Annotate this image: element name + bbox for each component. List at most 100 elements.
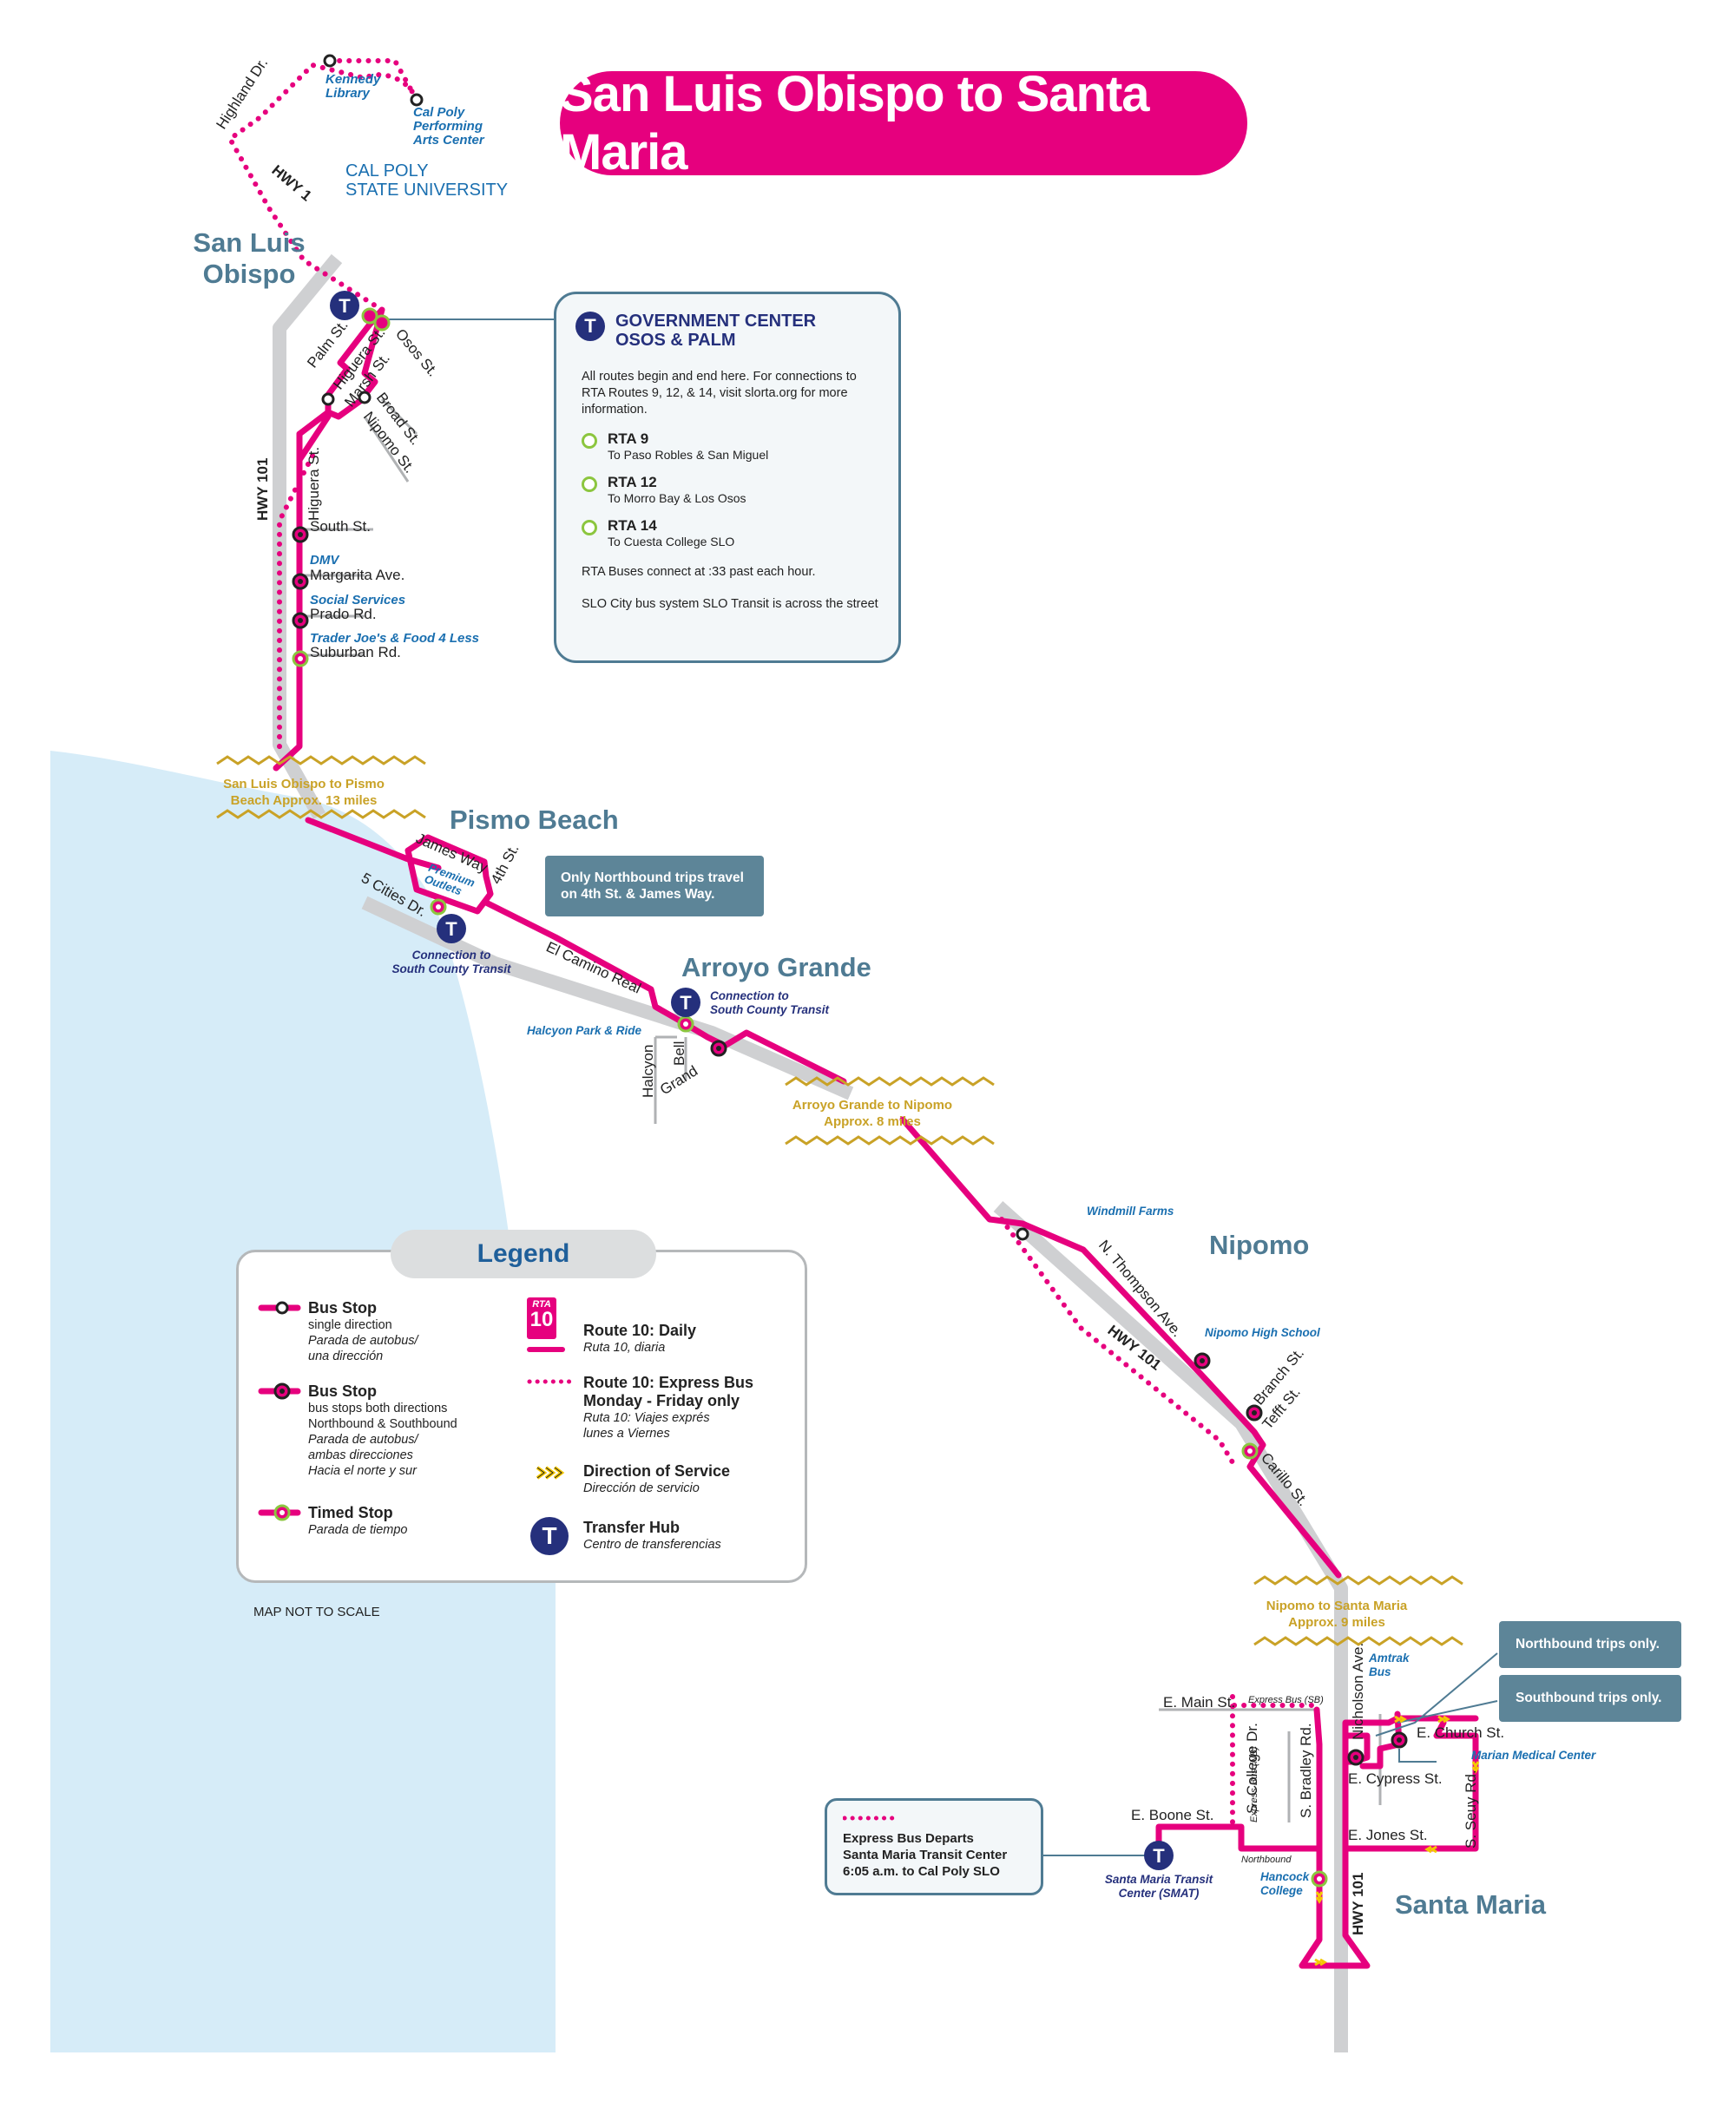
landmark-windmill: Windmill Farms — [1087, 1205, 1174, 1218]
rta-10-badge: RTA 10 — [527, 1297, 556, 1339]
hub-smat — [1144, 1841, 1174, 1870]
street-higuera2: Higuera St. — [306, 447, 322, 521]
bus-stop-both-icon — [258, 1382, 301, 1400]
rta-route-desc: To Paso Robles & San Miguel — [608, 448, 769, 462]
bus-stop-single-icon — [258, 1301, 301, 1315]
street-nicholson: Nicholson Ave. — [1350, 1643, 1366, 1740]
city-label-pismo: Pismo Beach — [450, 804, 619, 835]
stop-pac — [410, 93, 424, 107]
street-bell: Bell — [671, 1041, 687, 1066]
landmark-social: Social Services — [310, 593, 405, 607]
street-main: E. Main St. — [1163, 1694, 1235, 1711]
route-10-express — [227, 58, 1319, 1834]
street-osos: Osos St. — [392, 325, 441, 379]
landmark-nipomo-hs: Nipomo High School — [1205, 1326, 1320, 1339]
street-cypress: E. Cypress St. — [1348, 1770, 1443, 1787]
street-suburban: Suburban Rd. — [310, 644, 401, 660]
stop-kennedy — [323, 54, 337, 68]
street-hwy101-slo: HWY 101 — [254, 458, 271, 521]
daily-line-icon — [527, 1347, 565, 1352]
distance-markers — [216, 755, 1463, 1646]
street-highland: Highland Dr. — [213, 55, 271, 132]
direction-arrows — [1314, 1715, 1480, 1967]
landmark-halcyon-pr: Halcyon Park & Ride — [527, 1024, 642, 1037]
leader-lines — [386, 318, 1498, 1856]
label-express-nb: Express Bus (NB) — [1249, 1746, 1259, 1822]
rta-route-name: RTA 9 — [608, 430, 649, 447]
city-label-santa-maria: Santa Maria — [1395, 1889, 1547, 1920]
direction-chevron-icon — [536, 1466, 565, 1480]
note-southbound-only: Southbound trips only. — [1499, 1675, 1681, 1722]
svg-text:T: T — [680, 992, 692, 1014]
rta-route-name: RTA 12 — [608, 474, 657, 490]
note-northbound-only: Northbound trips only. — [1499, 1621, 1681, 1668]
rta-route-name: RTA 14 — [608, 517, 657, 534]
svg-text:T: T — [445, 918, 457, 940]
hub-arroyo — [671, 988, 700, 1017]
timed-stop-icon — [582, 476, 597, 492]
page-title: San Luis Obispo to Santa Maria — [560, 66, 1247, 181]
city-label-arroyo: Arroyo Grande — [681, 952, 871, 982]
transfer-hub-icon: T — [530, 1517, 569, 1555]
express-departure-text: Express Bus Departs Santa Maria Transit … — [843, 1831, 1008, 1879]
map-not-to-scale: MAP NOT TO SCALE — [253, 1605, 380, 1619]
landmark-marian: Marian Medical Center — [1471, 1749, 1596, 1762]
street-hwy101-sm: HWY 101 — [1350, 1873, 1366, 1935]
info-box-connect: RTA Buses connect at :33 past each hour. — [582, 565, 816, 579]
street-south: South St. — [310, 518, 371, 535]
legend-title: Legend — [391, 1230, 656, 1278]
express-dotted-line-icon — [527, 1379, 579, 1384]
hub-pismo — [437, 914, 466, 943]
transfer-hubs: T T T T — [330, 291, 1174, 1870]
hub-gov-center — [330, 291, 359, 320]
landmark-dmv: DMV — [310, 553, 340, 568]
street-prado: Prado Rd. — [310, 606, 377, 622]
info-box-intro: All routes begin and end here. For conne… — [582, 370, 857, 417]
svg-text:T: T — [339, 295, 351, 317]
timed-stop-icon — [582, 433, 597, 449]
express-line-icon — [843, 1816, 895, 1821]
label-express-sb: Express Bus (SB) — [1248, 1695, 1324, 1705]
route-10-daily — [273, 306, 1479, 1969]
info-box-slo-transit: SLO City bus system SLO Transit is acros… — [582, 597, 878, 611]
street-hwy1: HWY 1 — [268, 162, 314, 205]
svg-text:T: T — [1153, 1845, 1165, 1867]
legend: Legend Bus Stop single direction Parada … — [236, 1230, 807, 1583]
street-grand: Grand — [657, 1062, 700, 1098]
street-fourth: 4th St. — [488, 842, 523, 887]
city-label-nipomo: Nipomo — [1209, 1230, 1309, 1260]
note-pismo-northbound: Only Northbound trips travel on 4th St. … — [545, 856, 764, 916]
street-halcyon: Halcyon — [640, 1045, 656, 1098]
stop-gov-1 — [361, 307, 378, 325]
stop-broad — [358, 391, 372, 404]
stop-higuera — [321, 392, 335, 406]
stop-windmill — [1016, 1227, 1029, 1241]
timed-stop-icon — [582, 520, 597, 535]
timed-stop-icon — [258, 1504, 301, 1521]
street-church: E. Church St. — [1417, 1724, 1504, 1741]
street-lines — [304, 397, 1382, 1822]
street-margarita: Margarita Ave. — [310, 567, 404, 583]
label-northbound: Northbound — [1241, 1855, 1292, 1865]
landmark-traderjoes: Trader Joe's & Food 4 Less — [310, 631, 479, 646]
stop-gov-2 — [373, 314, 391, 332]
street-jones: E. Jones St. — [1348, 1827, 1428, 1843]
street-college: S. College Dr. — [1244, 1723, 1260, 1814]
bus-stops — [292, 54, 1408, 1888]
rta-route-desc: To Morro Bay & Los Osos — [608, 491, 746, 505]
